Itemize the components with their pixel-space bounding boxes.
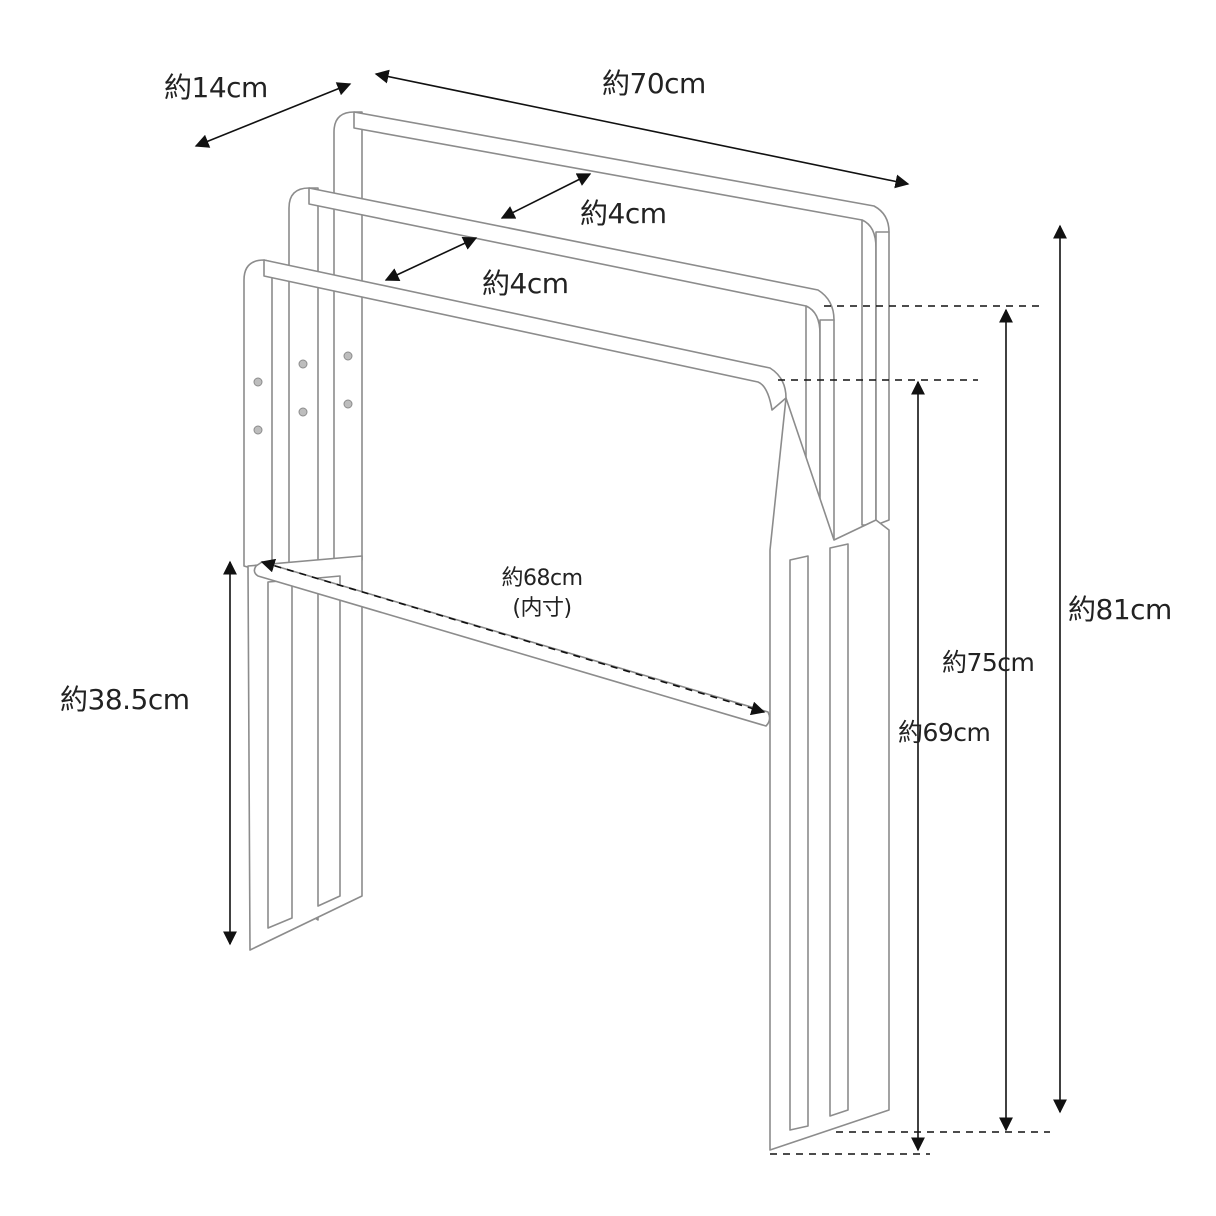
height-back-label: 約81cm	[1068, 593, 1172, 626]
bolt	[298, 407, 308, 417]
bolt	[253, 377, 263, 387]
inner-width-label: 約68cm	[501, 566, 583, 591]
gap-back-label: 約4cm	[580, 197, 667, 230]
gap-front-label: 約4cm	[482, 267, 569, 300]
frame-bolts	[253, 351, 353, 435]
width-total-label: 約70cm	[602, 67, 706, 100]
front-left-foot-panel	[247, 555, 363, 951]
reference-dashed-lines	[770, 305, 1050, 1155]
height-middle-label: 約75cm	[942, 648, 1035, 677]
width-total-arrow	[374, 69, 910, 189]
inner-width-note: (内寸)	[512, 596, 572, 621]
front-frame-top-rail	[263, 259, 787, 411]
gap-front-arrow	[384, 236, 478, 282]
front-right-foot-slot-1	[789, 555, 809, 1131]
gap-back-arrow	[500, 173, 592, 219]
front-left-foot-slot-2	[317, 575, 341, 907]
dimension-lines	[194, 69, 1067, 1155]
inner-width-arrow	[260, 558, 766, 716]
middle-frame	[288, 187, 835, 921]
bolt	[343, 351, 353, 361]
back-frame-right-leg-outer	[875, 231, 890, 526]
middle-frame-top-rail	[308, 187, 835, 335]
depth-total-arrow	[194, 82, 352, 148]
bolt	[298, 359, 308, 369]
front-right-foot-slot-2	[829, 543, 849, 1117]
bottom-bar-height-label: 約38.5cm	[60, 683, 190, 716]
front-frame	[243, 259, 787, 575]
height-front-label: 約69cm	[898, 718, 991, 747]
front-left-foot-slot-1	[267, 579, 293, 929]
depth-total-label: 約14cm	[164, 71, 268, 104]
bolt	[253, 425, 263, 435]
bolt	[343, 399, 353, 409]
front-frame-left-leg	[243, 259, 273, 575]
back-frame-left-leg	[333, 111, 363, 561]
back-frame-right-leg	[861, 219, 877, 526]
